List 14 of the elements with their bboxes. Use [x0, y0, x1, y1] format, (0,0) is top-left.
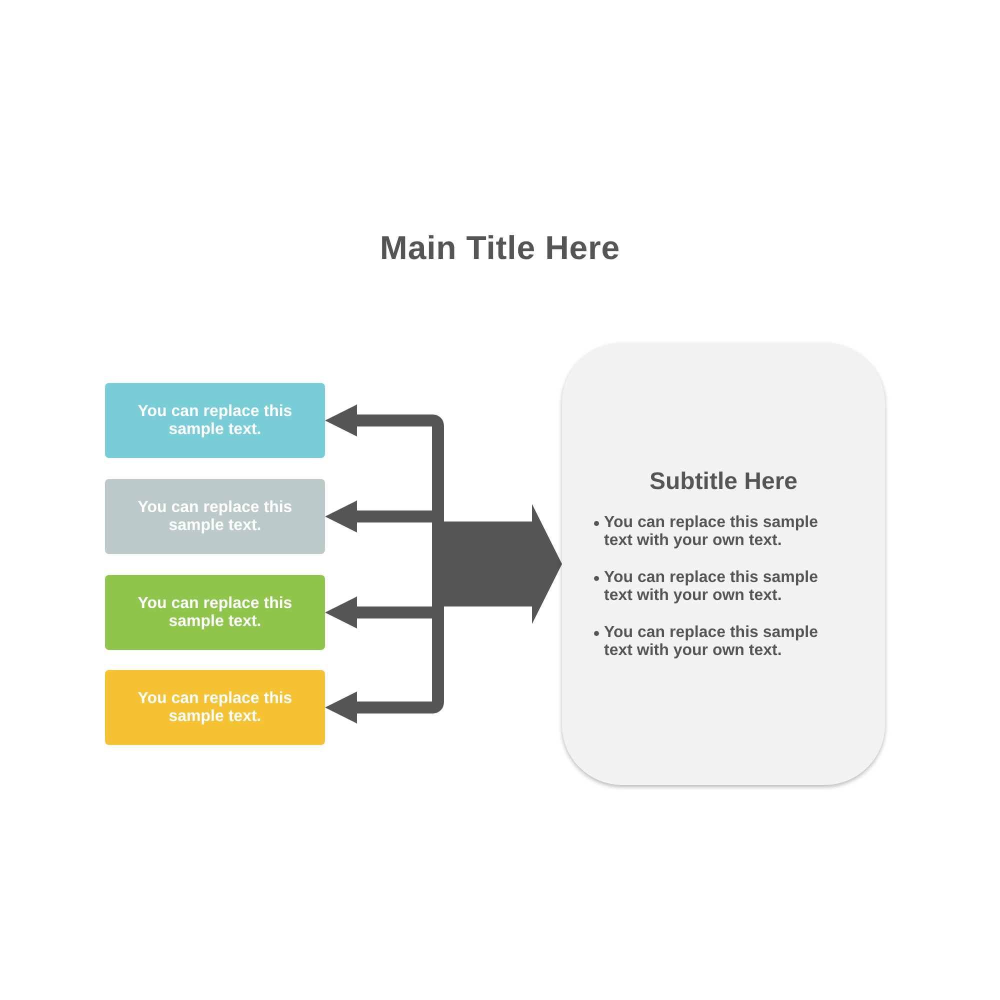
bullet-text: You can replace this sample text with your own text. — [604, 569, 820, 605]
info-card — [562, 343, 885, 785]
card-subtitle: Subtitle Here — [649, 468, 798, 496]
item-label: You can replace this sample text. — [136, 690, 294, 726]
bullet-text: You can replace this sample text with your own text. — [604, 624, 820, 660]
bullet-text: You can replace this sample text with your own text. — [604, 514, 820, 550]
item-label: You can replace this sample text. — [136, 594, 294, 630]
category-box — [105, 383, 325, 458]
category-box — [105, 479, 325, 554]
main-title: Main Title Here — [380, 228, 620, 268]
category-box — [105, 670, 325, 745]
item-label: You can replace this sample text. — [136, 402, 294, 438]
item-label: You can replace this sample text. — [136, 498, 294, 534]
category-box — [105, 575, 325, 650]
